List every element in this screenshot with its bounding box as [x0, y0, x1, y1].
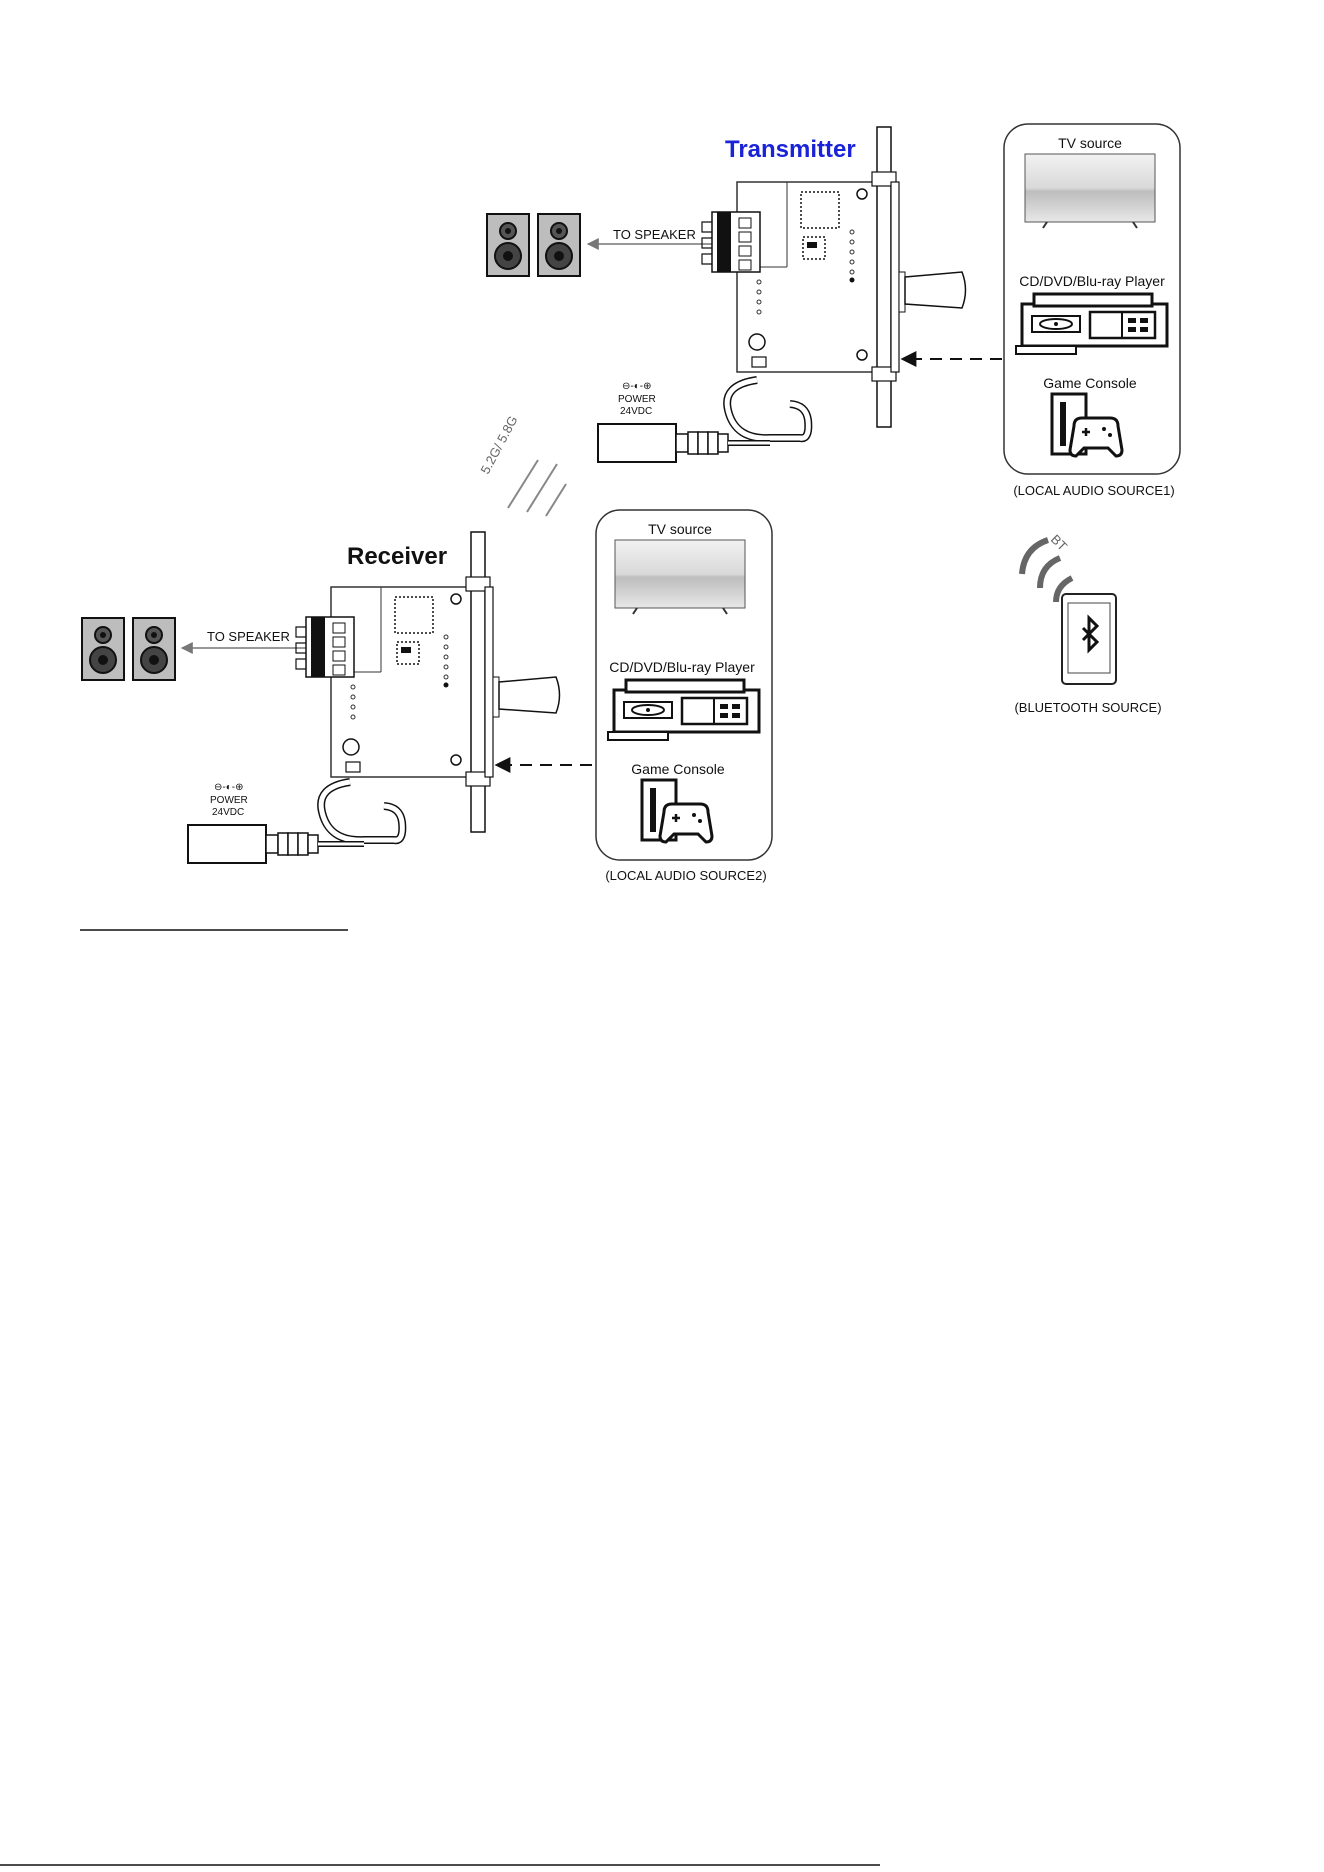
tv-icon	[615, 540, 745, 614]
source1-console-label: Game Console	[1043, 375, 1137, 391]
bluetooth-signal-icon	[1022, 540, 1072, 602]
receiver-power-voltage: 24VDC	[212, 807, 244, 818]
source2-player-label: CD/DVD/Blu-ray Player	[609, 659, 755, 675]
wireless-frequency-label: 5.2G/ 5.8G	[477, 413, 520, 476]
power-adapter-icon	[188, 825, 266, 863]
bluetooth-bt-label: BT	[1048, 532, 1070, 554]
speaker-icon	[487, 214, 529, 276]
speaker-icon	[538, 214, 580, 276]
receiver-speakers	[82, 618, 175, 680]
receiver-power-symbol: ⊖-◐-⊕	[214, 782, 243, 793]
source1-player-label: CD/DVD/Blu-ray Player	[1019, 273, 1165, 289]
disc-player-icon	[1016, 294, 1167, 354]
power-adapter-icon	[598, 424, 676, 462]
transmitter-power-voltage: 24VDC	[620, 406, 652, 417]
phone-bluetooth-icon	[1062, 594, 1116, 684]
transmitter-speakers	[487, 214, 580, 276]
transmitter-title: Transmitter	[725, 136, 856, 163]
speaker-icon	[133, 618, 175, 680]
source2-tv-label: TV source	[648, 521, 712, 537]
transmitter-to-speaker-label: TO SPEAKER	[613, 227, 696, 242]
source1-tv-label: TV source	[1058, 135, 1122, 151]
receiver-to-speaker-label: TO SPEAKER	[207, 629, 290, 644]
local-audio-source2-caption: (LOCAL AUDIO SOURCE2)	[605, 868, 766, 883]
bluetooth-source-caption: (BLUETOOTH SOURCE)	[1014, 700, 1161, 715]
transmitter-power-label: POWER	[618, 394, 656, 405]
receiver-power-ribs	[266, 833, 318, 855]
disc-player-icon	[608, 680, 759, 740]
receiver-title: Receiver	[347, 543, 447, 570]
source2-console-label: Game Console	[631, 761, 725, 777]
speaker-icon	[82, 618, 124, 680]
wireless-signal-icon	[508, 460, 566, 516]
local-audio-source1-caption: (LOCAL AUDIO SOURCE1)	[1013, 483, 1174, 498]
tv-icon	[1025, 154, 1155, 228]
transmitter-power-ribs	[676, 432, 728, 454]
transmitter-power-symbol: ⊖-◐-⊕	[622, 381, 651, 392]
receiver-power-label: POWER	[210, 795, 248, 806]
